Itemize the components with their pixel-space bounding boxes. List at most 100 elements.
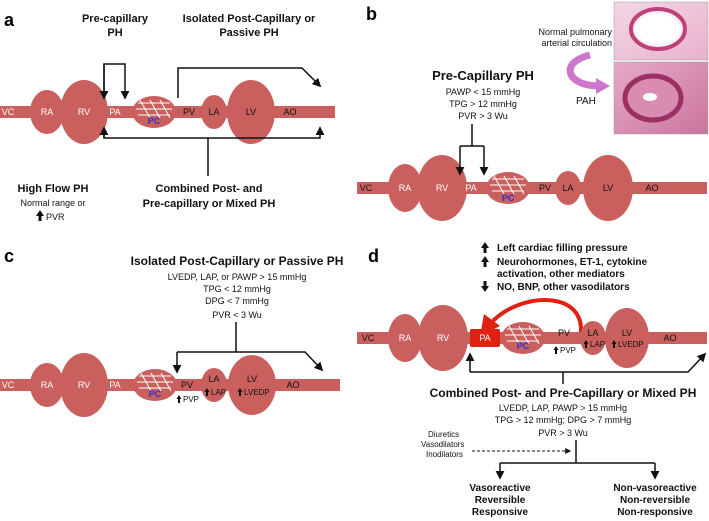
panel-c-letter: c — [4, 246, 14, 266]
b-crit2: TPG > 12 mmHg — [449, 99, 517, 109]
c-crit2: TPG < 12 mmHg — [203, 284, 271, 294]
ra-chamber — [388, 164, 422, 212]
neuro-up-arrow-icon — [481, 256, 489, 267]
vc-label: VC — [360, 183, 373, 193]
d-title: Combined Post- and Pre-Capillary or Mixe… — [430, 386, 697, 400]
rv-label: RV — [436, 183, 448, 193]
ra-chamber — [30, 90, 64, 134]
flow-arrows-d — [465, 352, 707, 384]
la-label: LA — [562, 183, 573, 193]
vc-label: VC — [362, 333, 375, 343]
pa-label: PA — [109, 107, 120, 117]
pa-label: PA — [479, 333, 490, 343]
la-label: LA — [208, 107, 219, 117]
pvp-label: PVP — [560, 346, 576, 355]
d-bullet1: Left cardiac filling pressure — [497, 243, 628, 254]
b-title: Pre-Capillary PH — [432, 68, 534, 83]
curved-arrow-head-icon — [596, 78, 610, 94]
precap-title-line2: PH — [107, 27, 122, 39]
circulation-b — [357, 155, 707, 221]
circulation-d — [357, 305, 707, 371]
outcome-reversible: Reversible — [475, 495, 526, 506]
pc-label: PC — [148, 116, 161, 126]
panel-b: b Normal pulmonary arterial circulation … — [357, 1, 709, 221]
pv-label: PV — [558, 328, 570, 338]
d-bullet2a: Neurohormones, ET-1, cytokine — [497, 257, 647, 268]
rv-label: RV — [78, 380, 90, 390]
precap-title-line1: Pre-capillary — [82, 13, 149, 25]
capillary-mesh — [137, 372, 173, 392]
circulation-a — [0, 80, 335, 144]
ra-chamber — [388, 314, 422, 362]
lv-label: LV — [247, 374, 257, 384]
ra-label: RA — [41, 107, 54, 117]
c-crit1: LVEDP, LAP, or PAWP > 15 mmHg — [168, 272, 307, 282]
pvp-label: PVP — [183, 395, 199, 404]
red-curved-arrow-icon — [488, 298, 583, 339]
la-chamber — [580, 321, 606, 355]
ao-label: AO — [645, 183, 658, 193]
ra-label: RA — [399, 333, 412, 343]
pa-label: PA — [109, 380, 120, 390]
outcome-vasoreactive: Vasoreactive — [469, 483, 531, 494]
lv-chamber — [227, 80, 275, 144]
ra-label: RA — [41, 380, 54, 390]
no-down-arrow-icon — [481, 281, 489, 292]
panel-a-letter: a — [4, 10, 15, 30]
d-bullet2b: activation, other mediators — [497, 269, 625, 280]
outcome-tree — [495, 440, 660, 480]
vc-label: VC — [2, 380, 15, 390]
la-label: LA — [587, 328, 598, 338]
flow-arrows-c — [172, 322, 324, 374]
ispc-title-line2: Passive PH — [219, 27, 278, 39]
outcome-non-responsive: Non-responsive — [617, 507, 693, 518]
curved-arrow-icon — [566, 51, 599, 90]
pv-label: PV — [183, 107, 195, 117]
lv-chamber — [605, 308, 649, 368]
pc-chamber — [486, 172, 530, 204]
pc-label: PC — [149, 389, 162, 399]
rv-label: RV — [437, 333, 449, 343]
lv-label: LV — [622, 328, 632, 338]
highflow-normal: Normal range or — [20, 198, 85, 208]
pv-label: PV — [539, 183, 551, 193]
d-crit3: PVR > 3 Wu — [538, 428, 588, 438]
pc-label: PC — [517, 341, 530, 351]
lap-up-arrow-icon — [583, 340, 589, 348]
pa-highlight — [470, 329, 500, 347]
rv-label: RV — [78, 107, 90, 117]
pc-chamber — [132, 96, 176, 128]
rv-chamber — [60, 80, 108, 144]
capillary-mesh — [505, 325, 541, 345]
rv-chamber — [418, 305, 468, 371]
b-crit1: PAWP < 15 mmHg — [446, 87, 521, 97]
b-crit3: PVR > 3 Wu — [458, 111, 508, 121]
ispc-title-line1: Isolated Post-Capillary or — [183, 13, 316, 25]
combined-title-line1: Combined Post- and — [156, 183, 263, 195]
d-bullets: Left cardiac filling pressure Neurohormo… — [481, 242, 647, 293]
filling-up-arrow-icon — [481, 242, 489, 253]
flow-arrows-b — [455, 124, 489, 176]
capillary-mesh — [490, 175, 526, 195]
pa-label: PA — [465, 183, 476, 193]
pvp-up-arrow-icon — [176, 395, 182, 403]
rv-chamber — [60, 353, 108, 417]
d-crit1: LVEDP, LAP, PAWP > 15 mmHg — [499, 403, 627, 413]
pah-label: PAH — [576, 96, 596, 107]
outcome-non-vasoreactive: Non-vasoreactive — [613, 483, 697, 494]
pc-chamber — [501, 322, 545, 354]
pv-label: PV — [181, 380, 193, 390]
panel-b-letter: b — [366, 4, 377, 24]
pvp-up-arrow-icon — [553, 346, 559, 354]
normal-circ-line2: arterial circulation — [541, 38, 612, 48]
lap-label: LAP — [590, 340, 605, 349]
d-bullet3: NO, BNP, other vasodilators — [497, 282, 630, 293]
highflow-pvr: PVR — [46, 212, 65, 222]
outcome-responsive: Responsive — [472, 507, 529, 518]
outcome-non-reversible: Non-reversible — [620, 495, 690, 506]
lap-label: LAP — [211, 388, 226, 397]
ao-label: AO — [286, 380, 299, 390]
ra-chamber — [30, 363, 64, 407]
pc-chamber — [133, 369, 177, 401]
c-crit4: PVR < 3 Wu — [212, 310, 262, 320]
